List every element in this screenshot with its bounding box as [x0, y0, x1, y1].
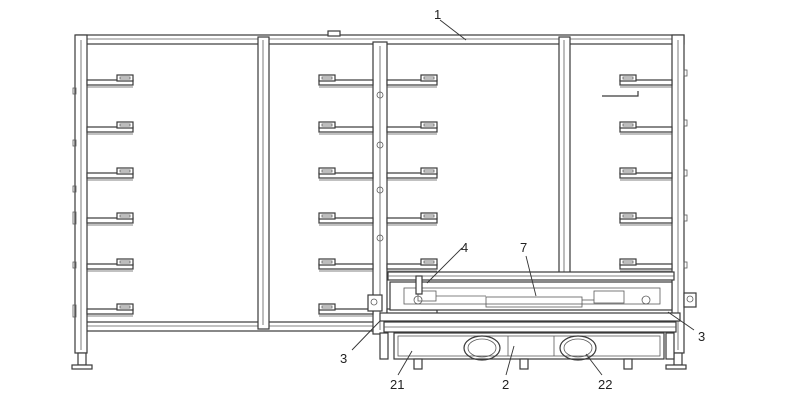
shelf-arm-left-2 [86, 167, 134, 181]
shelf-arm-center-right-3 [386, 212, 438, 226]
callout-3-left: 3 [340, 351, 347, 366]
shelf-arm-right-4 [619, 258, 673, 272]
shelf-arms [86, 74, 673, 317]
callout-leaders [351, 19, 695, 376]
callout-4: 4 [461, 240, 468, 255]
shelf-arm-center-right-1 [386, 121, 438, 135]
callout-7: 7 [520, 240, 527, 255]
shelf-arm-right-2 [619, 167, 673, 181]
callout-2: 2 [502, 377, 509, 392]
shelf-arm-left-4 [86, 258, 134, 272]
shelf-arm-left-5 [86, 303, 134, 317]
shelf-arm-right-3 [619, 212, 673, 226]
callout-3-right: 3 [698, 329, 705, 344]
shelf-arm-center-left-0 [318, 74, 374, 88]
shelf-arm-center-right-4 [386, 258, 438, 272]
shelf-arm-center-right-2 [386, 167, 438, 181]
shelf-arm-center-left-5 [318, 303, 374, 317]
callout-1: 1 [434, 7, 441, 22]
shelf-arm-left-1 [86, 121, 134, 135]
shelf-arm-right-0 [619, 74, 673, 88]
shelf-arm-right-1 [619, 121, 673, 135]
shelf-arm-left-0 [86, 74, 134, 88]
callout-21: 21 [390, 377, 404, 392]
shelf-arm-left-3 [86, 212, 134, 226]
shelf-arm-center-left-4 [318, 258, 374, 272]
shelf-arm-center-left-1 [318, 121, 374, 135]
callout-22: 22 [598, 377, 612, 392]
rack-frame [71, 30, 688, 370]
shelf-arm-center-left-2 [318, 167, 374, 181]
shelf-arm-center-left-3 [318, 212, 374, 226]
shelf-arm-center-right-0 [386, 74, 438, 88]
transfer-cart [367, 271, 697, 370]
